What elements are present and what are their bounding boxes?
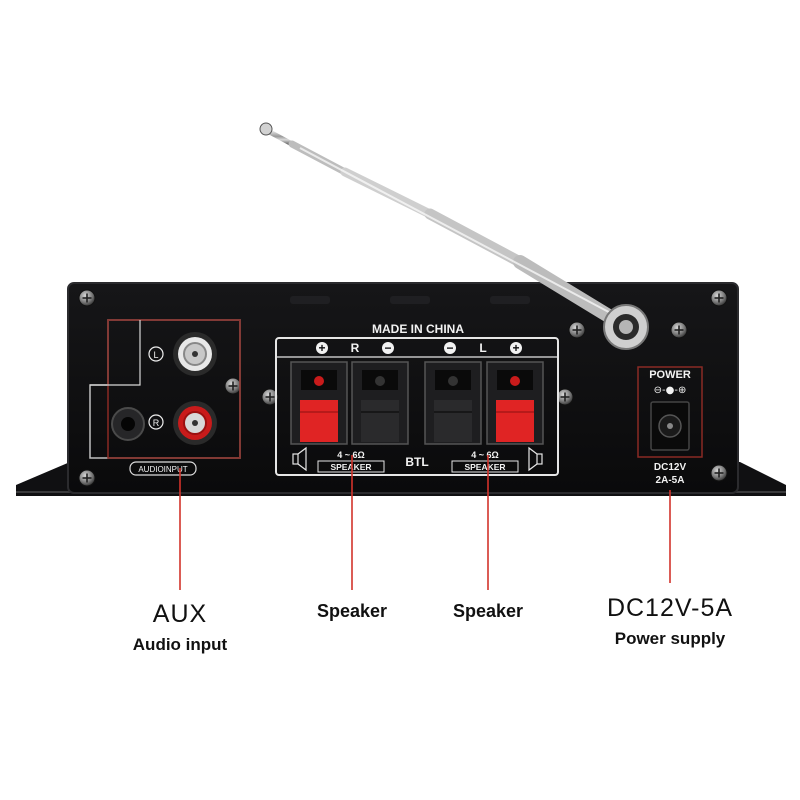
svg-text:SPEAKER: SPEAKER xyxy=(330,462,371,472)
svg-text:POWER: POWER xyxy=(649,369,691,381)
power-callout: DC12V-5A Power supply xyxy=(580,594,760,649)
speaker-icon-right xyxy=(292,446,307,472)
speaker-1-label: Speaker xyxy=(316,601,388,621)
svg-text:R: R xyxy=(153,418,160,428)
aux-callout: AUX Audio input xyxy=(100,600,260,655)
svg-text:+: + xyxy=(512,341,519,355)
speaker-clip-l-plus[interactable] xyxy=(486,361,544,445)
svg-text:DC12V: DC12V xyxy=(654,462,687,473)
svg-text:⊖-●-⊕: ⊖-●-⊕ xyxy=(654,385,687,396)
svg-text:4 ~ 6Ω: 4 ~ 6Ω xyxy=(337,450,364,460)
speaker-clip-r-plus[interactable] xyxy=(290,361,348,445)
speaker-label-right: 4 ~ 6Ω SPEAKER xyxy=(317,450,385,473)
speaker-callout-1: Speaker xyxy=(292,601,412,622)
speaker-clip-l-minus[interactable] xyxy=(424,361,482,445)
svg-text:SPEAKER: SPEAKER xyxy=(464,462,505,472)
power-subtitle: Power supply xyxy=(614,629,726,648)
rca-jack-left[interactable] xyxy=(173,332,217,376)
svg-text:+: + xyxy=(318,341,325,355)
svg-text:4 ~ 6Ω: 4 ~ 6Ω xyxy=(471,450,498,460)
made-in-china: MADE IN CHINA xyxy=(372,322,464,336)
top-vents xyxy=(290,296,530,304)
aux-subtitle: Audio input xyxy=(132,635,228,654)
callout-lines xyxy=(179,455,671,590)
aux-title: AUX xyxy=(152,600,208,628)
speaker-clip-r-minus[interactable] xyxy=(351,361,409,445)
dc-power-jack[interactable] xyxy=(650,401,690,451)
speaker-icon-left xyxy=(528,446,543,472)
svg-text:R: R xyxy=(351,341,360,355)
svg-text:−: − xyxy=(446,341,453,355)
power-title: DC12V-5A xyxy=(606,594,734,622)
svg-text:L: L xyxy=(479,341,486,355)
dc-rating-label: DC12V 2A-5A xyxy=(654,462,687,486)
aux-input-section xyxy=(89,319,241,459)
speaker-callout-2: Speaker xyxy=(428,601,548,622)
audio-input-badge: AUDIOINPUT xyxy=(129,461,197,476)
headphone-jack[interactable] xyxy=(111,407,145,441)
speaker-label-left: 4 ~ 6Ω SPEAKER xyxy=(451,450,519,473)
speaker-terminal-frame xyxy=(275,337,559,476)
svg-text:−: − xyxy=(384,341,391,355)
telescopic-antenna xyxy=(259,122,649,350)
svg-text:AUDIOINPUT: AUDIOINPUT xyxy=(138,465,187,474)
input-l-marker: L xyxy=(148,346,164,362)
power-section: POWER ⊖-●-⊕ xyxy=(637,366,703,458)
input-r-marker: R xyxy=(148,414,164,430)
svg-text:L: L xyxy=(153,350,158,360)
rca-jack-right[interactable] xyxy=(173,401,217,445)
polarity-row: + R − − L + xyxy=(316,341,522,355)
btl-label: BTL xyxy=(405,455,428,469)
svg-text:2A-5A: 2A-5A xyxy=(656,475,685,486)
speaker-2-label: Speaker xyxy=(452,601,524,621)
